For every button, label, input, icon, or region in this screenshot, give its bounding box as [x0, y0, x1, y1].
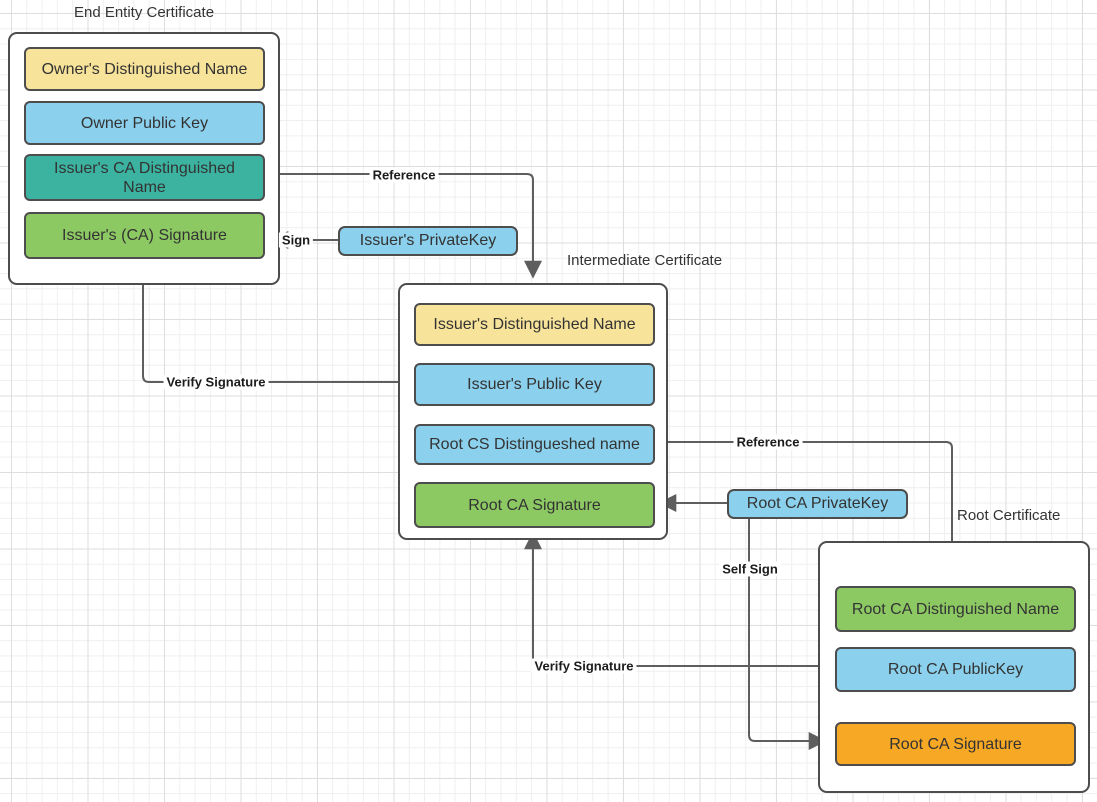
reference-arrow-end-to-intermediate [263, 173, 542, 279]
connector-label-reference-bottom: Reference [733, 434, 803, 450]
field-owners-distinguished-name: Owner's Distinguished Name [24, 47, 265, 91]
field-issuers-ca-signature: Issuer's (CA) Signature [24, 212, 265, 259]
connector-label-self-sign: Self Sign [719, 561, 781, 577]
field-root-ca-public-key: Root CA PublicKey [835, 647, 1076, 692]
field-root-ca-signature-root: Root CA Signature [835, 722, 1076, 766]
root-ca-private-key-box: Root CA PrivateKey [727, 489, 908, 519]
connector-label-verify-signature-top: Verify Signature [163, 374, 269, 390]
field-issuers-ca-distinguished-name: Issuer's CA Distinguished Name [24, 154, 265, 201]
intermediate-certificate-title: Intermediate Certificate [567, 252, 723, 269]
connector-label-verify-signature-bottom: Verify Signature [531, 658, 637, 674]
root-certificate-title: Root Certificate [957, 507, 1061, 524]
field-root-ca-signature-intermediate: Root CA Signature [414, 482, 655, 528]
field-issuers-public-key: Issuer's Public Key [414, 363, 655, 406]
connector-label-sign: Sign [278, 232, 314, 248]
intermediate-certificate-container: Issuer's Distinguished Name Issuer's Pub… [398, 283, 668, 540]
verify-signature-arrow-root-to-intermediate [524, 531, 832, 667]
end-entity-certificate-container: Owner's Distinguished Name Owner Public … [8, 32, 280, 285]
self-sign-arrow-root-key-to-root-signature [748, 519, 827, 750]
field-root-ca-distinguished-name: Root CA Distinguished Name [835, 586, 1076, 632]
connector-label-reference-top: Reference [369, 167, 439, 183]
field-root-cs-distingueshed-name: Root CS Distingueshed name [414, 424, 655, 465]
field-owner-public-key: Owner Public Key [24, 101, 265, 145]
issuers-private-key-box: Issuer's PrivateKey [338, 226, 518, 256]
field-issuers-distinguished-name: Issuer's Distinguished Name [414, 303, 655, 346]
root-certificate-container: Root CA Distinguished Name Root CA Publi… [818, 541, 1090, 793]
end-entity-certificate-title: End Entity Certificate [73, 4, 215, 21]
